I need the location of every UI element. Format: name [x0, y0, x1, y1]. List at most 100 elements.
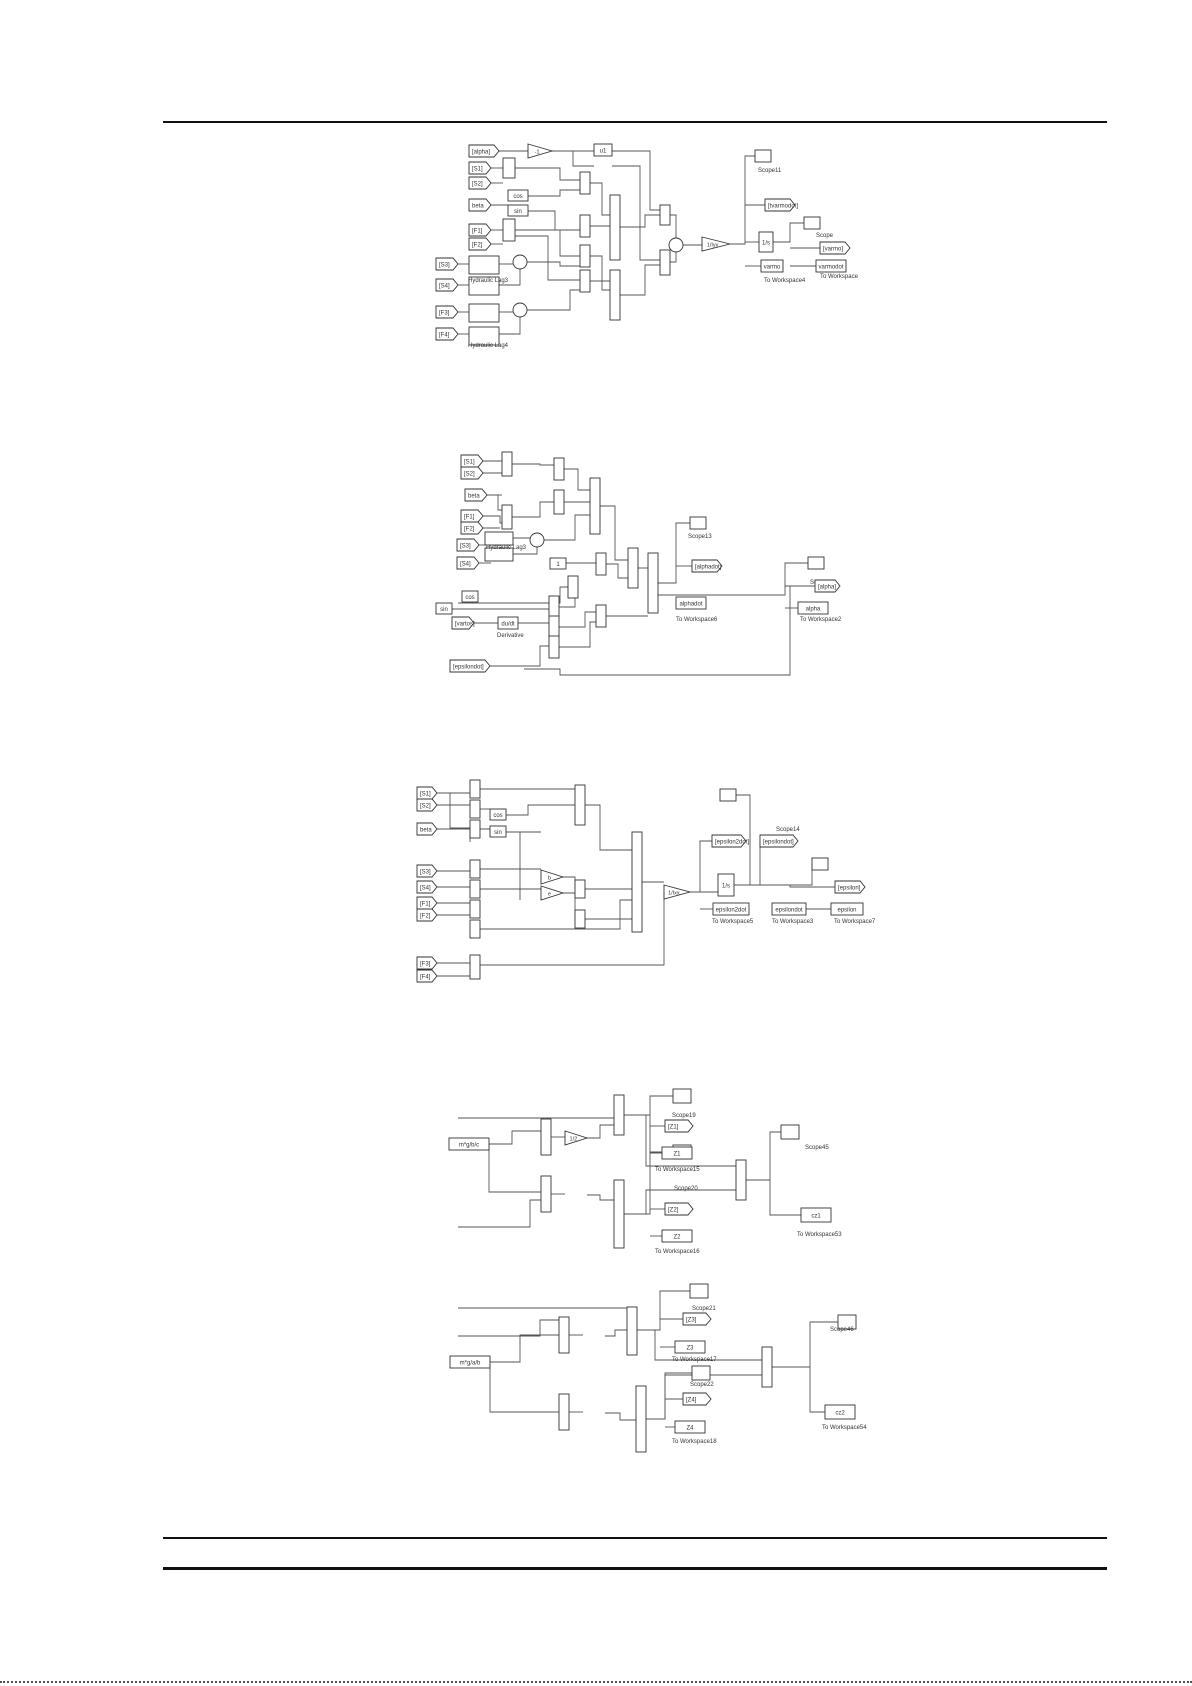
svg-text:Z1: Z1: [673, 1152, 681, 1158]
block-f1: [F1]: [468, 223, 492, 237]
block-caption-scope20: Scope20: [674, 1186, 698, 1192]
svg-text:alpha: alpha: [806, 607, 821, 613]
block-s3: [S3]: [456, 538, 480, 552]
svg-text:[F4]: [F4]: [420, 975, 431, 981]
block-1-2: 1/2: [564, 1130, 589, 1146]
block-s1: [S1]: [460, 454, 484, 468]
block-caption-scope22: Scope22: [690, 1382, 714, 1388]
svg-text:[varmo]: [varmo]: [823, 247, 843, 253]
svg-text:Z2: Z2: [673, 1235, 681, 1241]
block-caption-to-workspace6: To Workspace6: [676, 617, 718, 623]
block-caption-scope19: Scope19: [672, 1113, 696, 1119]
svg-text:Hydraulic Lag3: Hydraulic Lag3: [486, 545, 527, 551]
svg-text:[F2]: [F2]: [420, 914, 431, 920]
svg-text:Scope21: Scope21: [692, 1306, 716, 1312]
svg-text:Scope45: Scope45: [805, 1145, 829, 1151]
svg-text:Hydraulic Lag3: Hydraulic Lag3: [468, 278, 509, 284]
block-s2: [S2]: [468, 176, 492, 190]
block-s1: [S1]: [468, 161, 492, 175]
svg-text:cz1: cz1: [811, 1214, 821, 1220]
svg-text:m*g/a/b: m*g/a/b: [460, 1361, 481, 1367]
block-du-dt: du/dt: [497, 616, 519, 630]
footer-rule-upper: [163, 1537, 1107, 1539]
block-alpha: [alpha]: [468, 144, 500, 158]
svg-text:[F1]: [F1]: [464, 515, 475, 521]
block-beta: beta: [416, 822, 438, 836]
svg-text:[S4]: [S4]: [460, 562, 471, 568]
block-z2: Z2: [661, 1229, 693, 1243]
svg-text:sin: sin: [440, 607, 448, 613]
block-caption-to-workspace4: To Workspace4: [764, 278, 806, 284]
block-caption-to-workspace54: To Workspace54: [822, 1425, 867, 1431]
svg-text:alphadot: alphadot: [679, 602, 702, 608]
svg-text:Derivative: Derivative: [497, 633, 524, 639]
block-1: -1: [527, 143, 554, 159]
block-z3: Z3: [674, 1340, 706, 1354]
svg-text:[S4]: [S4]: [420, 886, 431, 892]
svg-text:To Workspace: To Workspace: [820, 274, 859, 280]
block-f1: [F1]: [460, 509, 484, 523]
block-epsilondot: [epsilondot]: [759, 834, 799, 848]
block-f2: [F2]: [416, 908, 438, 922]
block-m-g-a-b: m*g/a/b: [449, 1355, 491, 1369]
block-s2: [S2]: [460, 466, 484, 480]
block-z4: [Z4]: [682, 1392, 712, 1406]
block-m-g-b-c: m*g/b/c: [448, 1137, 490, 1151]
block-f2: [F2]: [460, 521, 484, 535]
svg-text:To Workspace17: To Workspace17: [672, 1357, 717, 1363]
svg-text:[tvarmodot]: [tvarmodot]: [768, 204, 798, 210]
block-caption-scope21: Scope21: [692, 1306, 716, 1312]
svg-text:[Z4]: [Z4]: [686, 1398, 697, 1404]
svg-text:1/s: 1/s: [762, 241, 770, 247]
block-alpha: [alpha]: [814, 579, 841, 593]
svg-text:Scope19: Scope19: [672, 1113, 696, 1119]
block-f3: [F3]: [416, 956, 438, 970]
block-epsilondot: [epsilondot]: [449, 659, 491, 673]
block-varmo: [varmo]: [819, 241, 851, 255]
block-1-s: 1/s: [758, 231, 774, 253]
svg-text:Z4: Z4: [686, 1426, 694, 1432]
svg-text:1/s: 1/s: [722, 884, 730, 890]
svg-text:b: b: [548, 875, 551, 881]
svg-text:[S3]: [S3]: [460, 544, 471, 550]
footer-rule-lower: [163, 1567, 1107, 1570]
svg-text:beta: beta: [472, 204, 484, 210]
block-caption-hydraulic-lag3: Hydraulic Lag3: [486, 545, 527, 551]
svg-text:[alphadot]: [alphadot]: [695, 565, 722, 571]
svg-text:[S1]: [S1]: [464, 460, 475, 466]
svg-text:[S2]: [S2]: [472, 182, 483, 188]
block-beta: beta: [468, 198, 492, 212]
svg-text:[F4]: [F4]: [439, 333, 450, 339]
block-caption-to-workspace3: To Workspace3: [772, 919, 814, 925]
block-cos: cos: [489, 808, 507, 821]
block-s3: [S3]: [416, 864, 438, 878]
block-caption-derivative: Derivative: [497, 633, 524, 639]
svg-text:Scope13: Scope13: [688, 534, 712, 540]
block-cos: cos: [461, 590, 479, 603]
block-caption-to-workspace15: To Workspace15: [655, 1167, 700, 1173]
block-caption-scope14: Scope14: [776, 827, 800, 833]
svg-text:cos: cos: [465, 595, 474, 601]
block-caption-hydraulic-lag3: Hydraulic Lag3: [468, 278, 509, 284]
block-u1: u1: [593, 143, 613, 157]
block-caption-scope13: Scope13: [688, 534, 712, 540]
svg-text:[S2]: [S2]: [464, 472, 475, 478]
svg-text:To Workspace53: To Workspace53: [797, 1232, 842, 1238]
block-tvarmodot: [tvarmodot]: [764, 198, 798, 212]
header-rule: [163, 121, 1107, 123]
svg-text:epsilon2dot: epsilon2dot: [716, 908, 747, 914]
block-caption-hydraulic-lag4: Hydraulic Lag4: [468, 343, 509, 349]
svg-text:To Workspace16: To Workspace16: [655, 1249, 700, 1255]
svg-text:varmodot: varmodot: [818, 265, 843, 271]
svg-text:[F2]: [F2]: [472, 243, 483, 249]
svg-text:Scope46: Scope46: [830, 1327, 854, 1333]
block-sin: sin: [489, 825, 507, 838]
svg-text:sin: sin: [514, 209, 522, 215]
block-epsilondot: epsilondot: [771, 902, 807, 916]
svg-text:[epsilon2dot]: [epsilon2dot]: [715, 840, 749, 846]
svg-text:[Z2]: [Z2]: [668, 1208, 679, 1214]
svg-text:[F1]: [F1]: [420, 902, 431, 908]
svg-text:cz2: cz2: [835, 1411, 845, 1417]
block-e: e: [540, 885, 565, 901]
block-f2: [F2]: [468, 237, 492, 251]
